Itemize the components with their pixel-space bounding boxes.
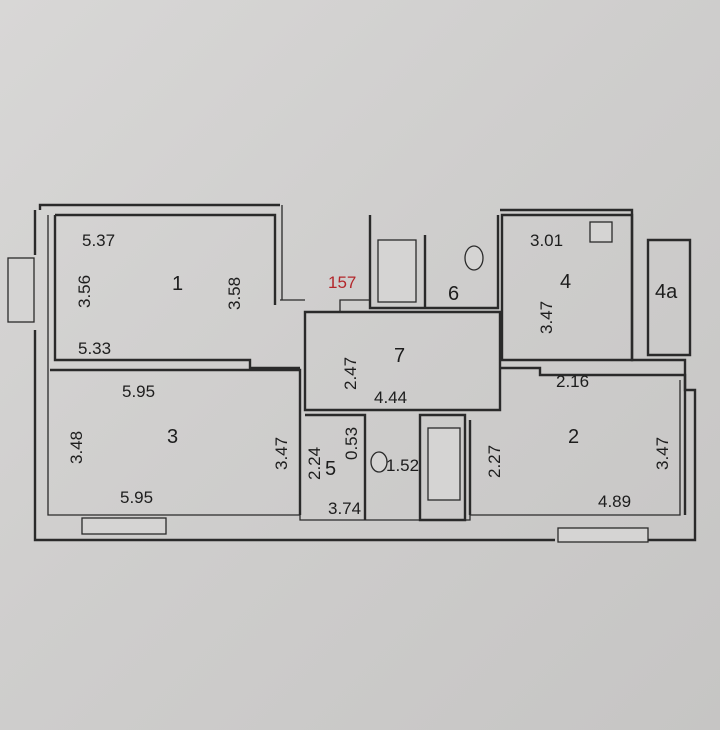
room-6-walls [368, 215, 500, 310]
room-number: 1 [172, 273, 183, 295]
dimension-label: 3.48 [67, 431, 86, 464]
room-number: 4 [560, 271, 571, 293]
room-number: 7 [394, 345, 405, 367]
dimension-label: 2.24 [305, 447, 324, 480]
dimension-label: 3.47 [272, 437, 291, 470]
dimension-label: 5.95 [122, 382, 155, 401]
stove-fixture [589, 221, 613, 243]
dimension-label: 3.47 [653, 437, 672, 470]
dimension-label: 3.56 [75, 275, 94, 308]
room-number: 4a [655, 281, 678, 303]
balcony-left [7, 257, 35, 323]
room-2-walls [468, 366, 687, 515]
dimension-label: 2.47 [341, 357, 360, 390]
room-5-walls [305, 413, 467, 522]
dimension-label: 3.58 [225, 277, 244, 310]
room-number: 2 [568, 426, 579, 448]
dimension-label: 2.27 [485, 445, 504, 478]
dimension-label: 3.47 [537, 301, 556, 334]
entry-walls [280, 205, 370, 312]
room-7-walls [303, 310, 502, 412]
room-3-walls [50, 368, 302, 515]
bathtub-fixture [377, 239, 417, 303]
room-number: 5 [325, 458, 336, 480]
dimension-label: 3.74 [328, 499, 361, 518]
dimension-label: 2.16 [556, 372, 589, 391]
room-1-walls [53, 213, 300, 370]
window-bottom-right [557, 527, 649, 543]
toilet-fixture-2 [370, 451, 388, 473]
room-number: 6 [448, 283, 459, 305]
dimension-label: 5.37 [82, 231, 115, 250]
room-4a-walls [646, 238, 692, 357]
apartment-number: 157 [328, 273, 356, 292]
dimension-label: 4.89 [598, 492, 631, 511]
dimension-label: 5.95 [120, 488, 153, 507]
room-4-walls [500, 213, 634, 362]
dimension-label: 5.33 [78, 339, 111, 358]
dimension-label: 0.53 [342, 427, 361, 460]
outer-wall [33, 203, 697, 542]
outer-wall-inner [47, 215, 681, 521]
dimension-label: 1.52 [386, 456, 419, 475]
toilet-fixture [464, 245, 484, 271]
dimension-label: 4.44 [374, 388, 407, 407]
room-number: 3 [167, 426, 178, 448]
dimension-label: 3.01 [530, 231, 563, 250]
window-bottom-left [81, 517, 167, 535]
bathtub-fixture-2 [427, 427, 461, 501]
